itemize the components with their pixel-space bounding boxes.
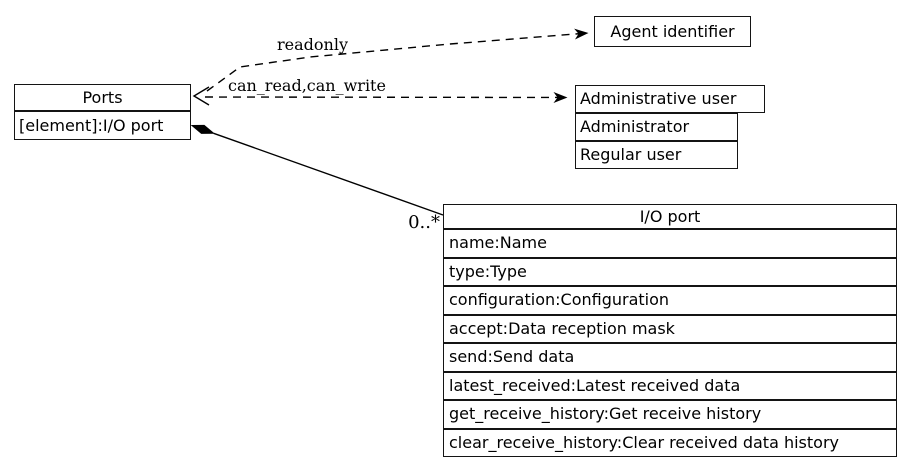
edge-label-can-read-can-write: can_read,can_write <box>228 76 386 95</box>
node-io-port-attribute-accept: accept:Data reception mask <box>443 314 897 343</box>
node-agent-identifier: Agent identifier <box>594 16 751 47</box>
node-io-port-attribute-clear-receive-history: clear_receive_history:Clear received dat… <box>443 428 897 457</box>
node-administrative-user-row-administrator: Administrator <box>575 113 738 141</box>
edge-label-readonly: readonly <box>277 35 348 54</box>
open-vee-arrowhead-icon <box>192 86 210 106</box>
node-administrative-user: Administrative user Administrator Regula… <box>575 85 765 169</box>
node-administrative-user-title: Administrative user <box>575 85 765 113</box>
node-io-port-attribute-latest-received: latest_received:Latest received data <box>443 371 897 400</box>
node-io-port-attribute-get-receive-history: get_receive_history:Get receive history <box>443 400 897 429</box>
node-io-port-attribute-send: send:Send data <box>443 343 897 372</box>
edge-can-read-can-write-line <box>204 91 568 103</box>
node-ports: Ports [element]:I/O port <box>14 84 191 140</box>
node-administrative-user-row-regular-user: Regular user <box>575 141 738 169</box>
node-io-port: I/O port name:Name type:Type configurati… <box>443 204 897 457</box>
node-io-port-attribute-type: type:Type <box>443 257 897 286</box>
node-io-port-title: I/O port <box>443 204 897 229</box>
node-io-port-attribute-configuration: configuration:Configuration <box>443 286 897 315</box>
node-io-port-attribute-name: name:Name <box>443 229 897 258</box>
edge-composition-line <box>213 132 444 216</box>
edge-readonly-line <box>206 28 589 92</box>
node-agent-identifier-title: Agent identifier <box>594 16 751 47</box>
node-ports-title: Ports <box>14 84 191 111</box>
edge-label-multiplicity: 0..* <box>408 212 440 233</box>
composition-diamond-icon <box>190 124 215 134</box>
node-ports-attribute-element: [element]:I/O port <box>14 111 191 140</box>
